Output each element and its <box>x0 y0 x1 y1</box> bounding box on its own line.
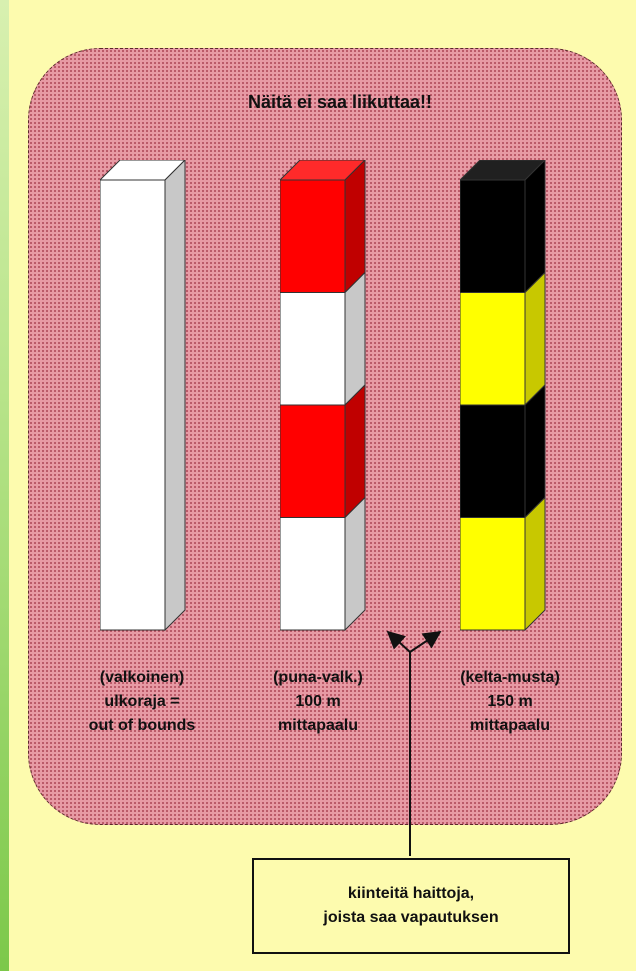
callout-line: joista saa vapautuksen <box>323 906 498 930</box>
arrow-to-yellow-black-post <box>410 632 440 652</box>
callout-box: kiinteitä haittoja, joista saa vapautuks… <box>252 858 570 954</box>
callout-line: kiinteitä haittoja, <box>348 882 474 906</box>
arrow-to-red-white-post <box>388 632 410 652</box>
